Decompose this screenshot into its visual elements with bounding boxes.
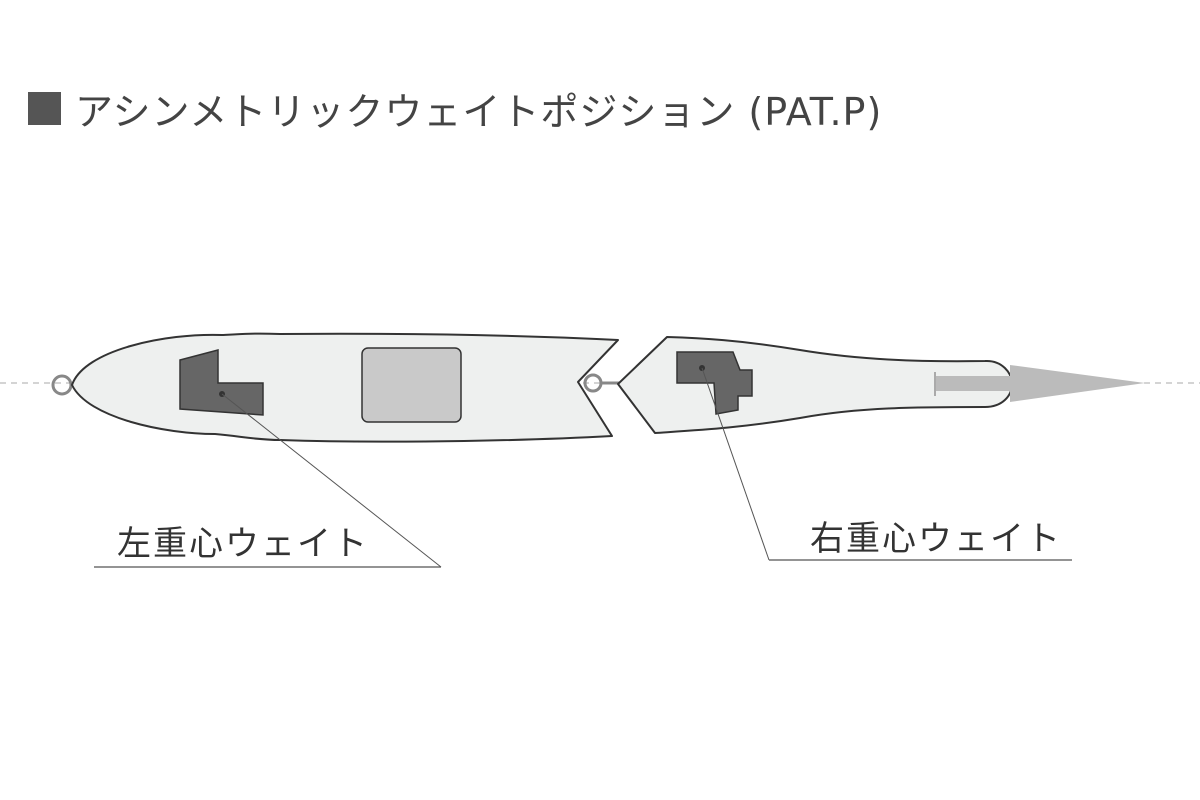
right-leader-line bbox=[701, 367, 770, 561]
front-body bbox=[71, 332, 619, 443]
title-square-icon bbox=[28, 91, 61, 125]
right-weight-label: 右重心ウェイト bbox=[810, 519, 1062, 559]
title-row: アシンメトリックウェイトポジション (PAT.P) bbox=[28, 84, 882, 134]
center-box bbox=[361, 347, 462, 423]
left-weight bbox=[179, 349, 264, 416]
page-title: アシンメトリックウェイトポジション (PAT.P) bbox=[75, 89, 883, 134]
left-leader-line bbox=[221, 393, 442, 568]
left-weight-label: 左重心ウェイト bbox=[117, 524, 369, 564]
front-eye-ring bbox=[51, 374, 73, 396]
right-weight bbox=[676, 351, 753, 415]
tail-fin bbox=[935, 365, 1145, 402]
